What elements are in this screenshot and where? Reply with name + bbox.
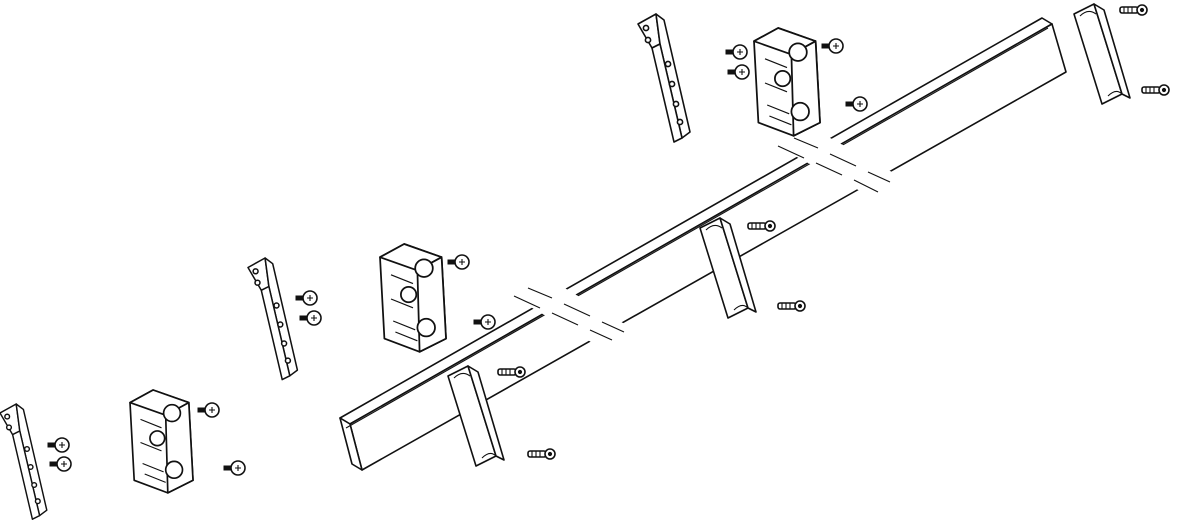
phillips-screw-icon [295, 290, 318, 306]
clip-housing [753, 27, 821, 137]
phillips-screw-icon [845, 96, 868, 112]
phillips-screw-icon [49, 456, 72, 472]
rail-beam [339, 17, 1067, 471]
phillips-screw-icon [447, 254, 470, 270]
phillips-screw-icon [727, 64, 750, 80]
phillips-screw-icon [197, 402, 220, 418]
hex-socket-screw-icon [777, 300, 806, 312]
rail-end-face [339, 417, 363, 471]
phillips-screw-icon [47, 437, 70, 453]
phillips-screw-icon [473, 314, 496, 330]
hex-socket-screw-icon [1119, 4, 1148, 16]
mounting-bracket [637, 13, 691, 143]
mounting-bracket [0, 403, 48, 520]
mounting-bracket [247, 257, 299, 381]
end-cover [1073, 3, 1131, 105]
clip-housing [129, 389, 194, 494]
break-mark-right [777, 128, 892, 193]
phillips-screw-icon [223, 460, 246, 476]
hex-socket-screw-icon [747, 220, 776, 232]
phillips-screw-icon [299, 310, 322, 326]
rail-edge-line [345, 27, 1049, 429]
end-cover [447, 365, 505, 467]
hex-socket-screw-icon [497, 366, 526, 378]
hex-socket-screw-icon [1141, 84, 1170, 96]
hex-socket-screw-icon [527, 448, 556, 460]
rail-top-face [339, 17, 1053, 425]
clip-housing [379, 243, 447, 353]
parts-layer [0, 3, 1170, 520]
end-cover [699, 217, 757, 319]
break-mark-left [513, 278, 628, 346]
phillips-screw-icon [821, 38, 844, 54]
phillips-screw-icon [725, 44, 748, 60]
